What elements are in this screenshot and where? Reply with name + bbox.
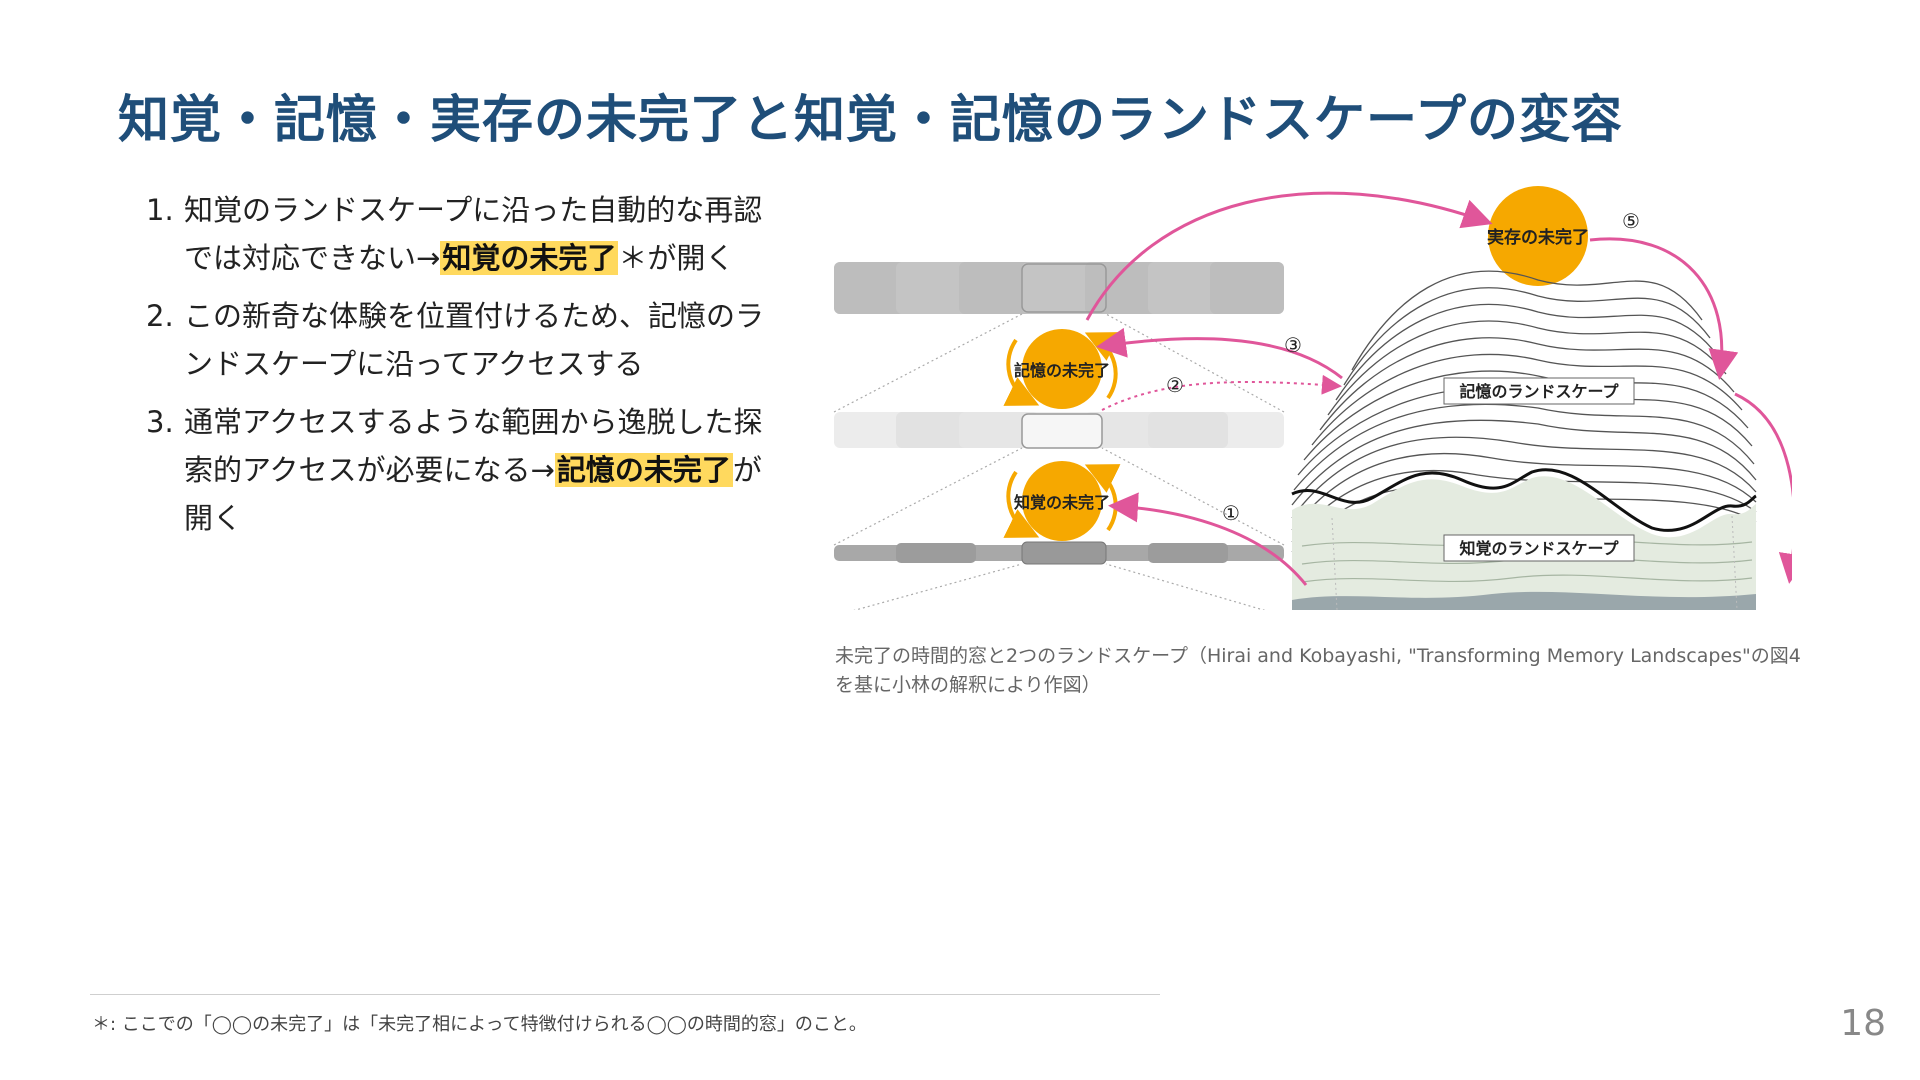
page-title: 知覚・記憶・実存の未完了と知覚・記憶のランドスケープの変容 [118, 91, 1623, 150]
perception-landscape-tag: 知覚のランドスケープ [1443, 534, 1635, 562]
page-number: 18 [1840, 1003, 1886, 1044]
top-window-band [834, 262, 1284, 314]
list-number: 2. [146, 299, 174, 333]
footnote: ＊: ここでの「◯◯の未完了」は「未完了相によって特徴付けられる◯◯の時間的窓」… [92, 1014, 867, 1035]
list-text-tail: が開く [184, 453, 762, 535]
list-item: 3. 通常アクセスするような範囲から逸脱した探索的アクセスが必要になる→記憶の未… [146, 398, 786, 542]
footnote-divider [90, 994, 1160, 995]
landscape-boundary-line [1291, 468, 1757, 532]
list-text: この新奇な体験を位置付けるため、記憶のランドスケープに沿ってアクセスする [184, 299, 765, 381]
list-text: 通常アクセスするような範囲から逸脱した探索的アクセスが必要になる→ [184, 405, 763, 487]
list-text: 知覚のランドスケープに沿った自動的な再認では対応できない→ [184, 193, 763, 275]
memory-incomplete-label: 記憶の未完了 [1014, 361, 1110, 380]
middle-window-band [834, 412, 1284, 449]
perception-incomplete-node: 知覚の未完了 [1003, 461, 1121, 541]
marker-2: ② [1166, 373, 1184, 397]
marker-1: ① [1222, 501, 1240, 525]
marker-3: ③ [1284, 333, 1302, 357]
highlight-perception-incomplete: 知覚の未完了 [440, 241, 619, 275]
list-number: 1. [146, 193, 174, 227]
perception-landscape-label: 知覚のランドスケープ [1459, 539, 1619, 558]
memory-landscape-tag: 記憶のランドスケープ [1443, 377, 1635, 405]
perception-incomplete-label: 知覚の未完了 [1014, 493, 1110, 512]
dotted-guides [833, 313, 1285, 610]
figure-caption: 未完了の時間的窓と2つのランドスケープ（Hirai and Kobayashi,… [835, 645, 1801, 696]
existence-incomplete-label: 実存の未完了 [1487, 227, 1589, 248]
memory-incomplete-node: 記憶の未完了 [1003, 329, 1121, 409]
existence-incomplete-node: 実存の未完了 [1487, 186, 1589, 286]
bottom-window-band [834, 541, 1284, 565]
flow-arrows [1085, 191, 1792, 586]
landscape-diagram: 記憶の未完了 知覚の未完了 実存の未完了 [833, 186, 1792, 610]
highlight-memory-incomplete: 記憶の未完了 [554, 453, 733, 487]
bullet-list: 1. 知覚のランドスケープに沿った自動的な再認では対応できない→知覚の未完了＊が… [146, 186, 786, 552]
list-item: 1. 知覚のランドスケープに沿った自動的な再認では対応できない→知覚の未完了＊が… [146, 186, 786, 282]
list-number: 3. [146, 405, 174, 439]
list-item: 2. この新奇な体験を位置付けるため、記憶のランドスケープに沿ってアクセスする [146, 292, 786, 388]
marker-5: ⑤ [1622, 209, 1640, 233]
memory-landscape-label: 記憶のランドスケープ [1459, 382, 1619, 401]
list-text-tail: ＊が開く [618, 241, 735, 275]
